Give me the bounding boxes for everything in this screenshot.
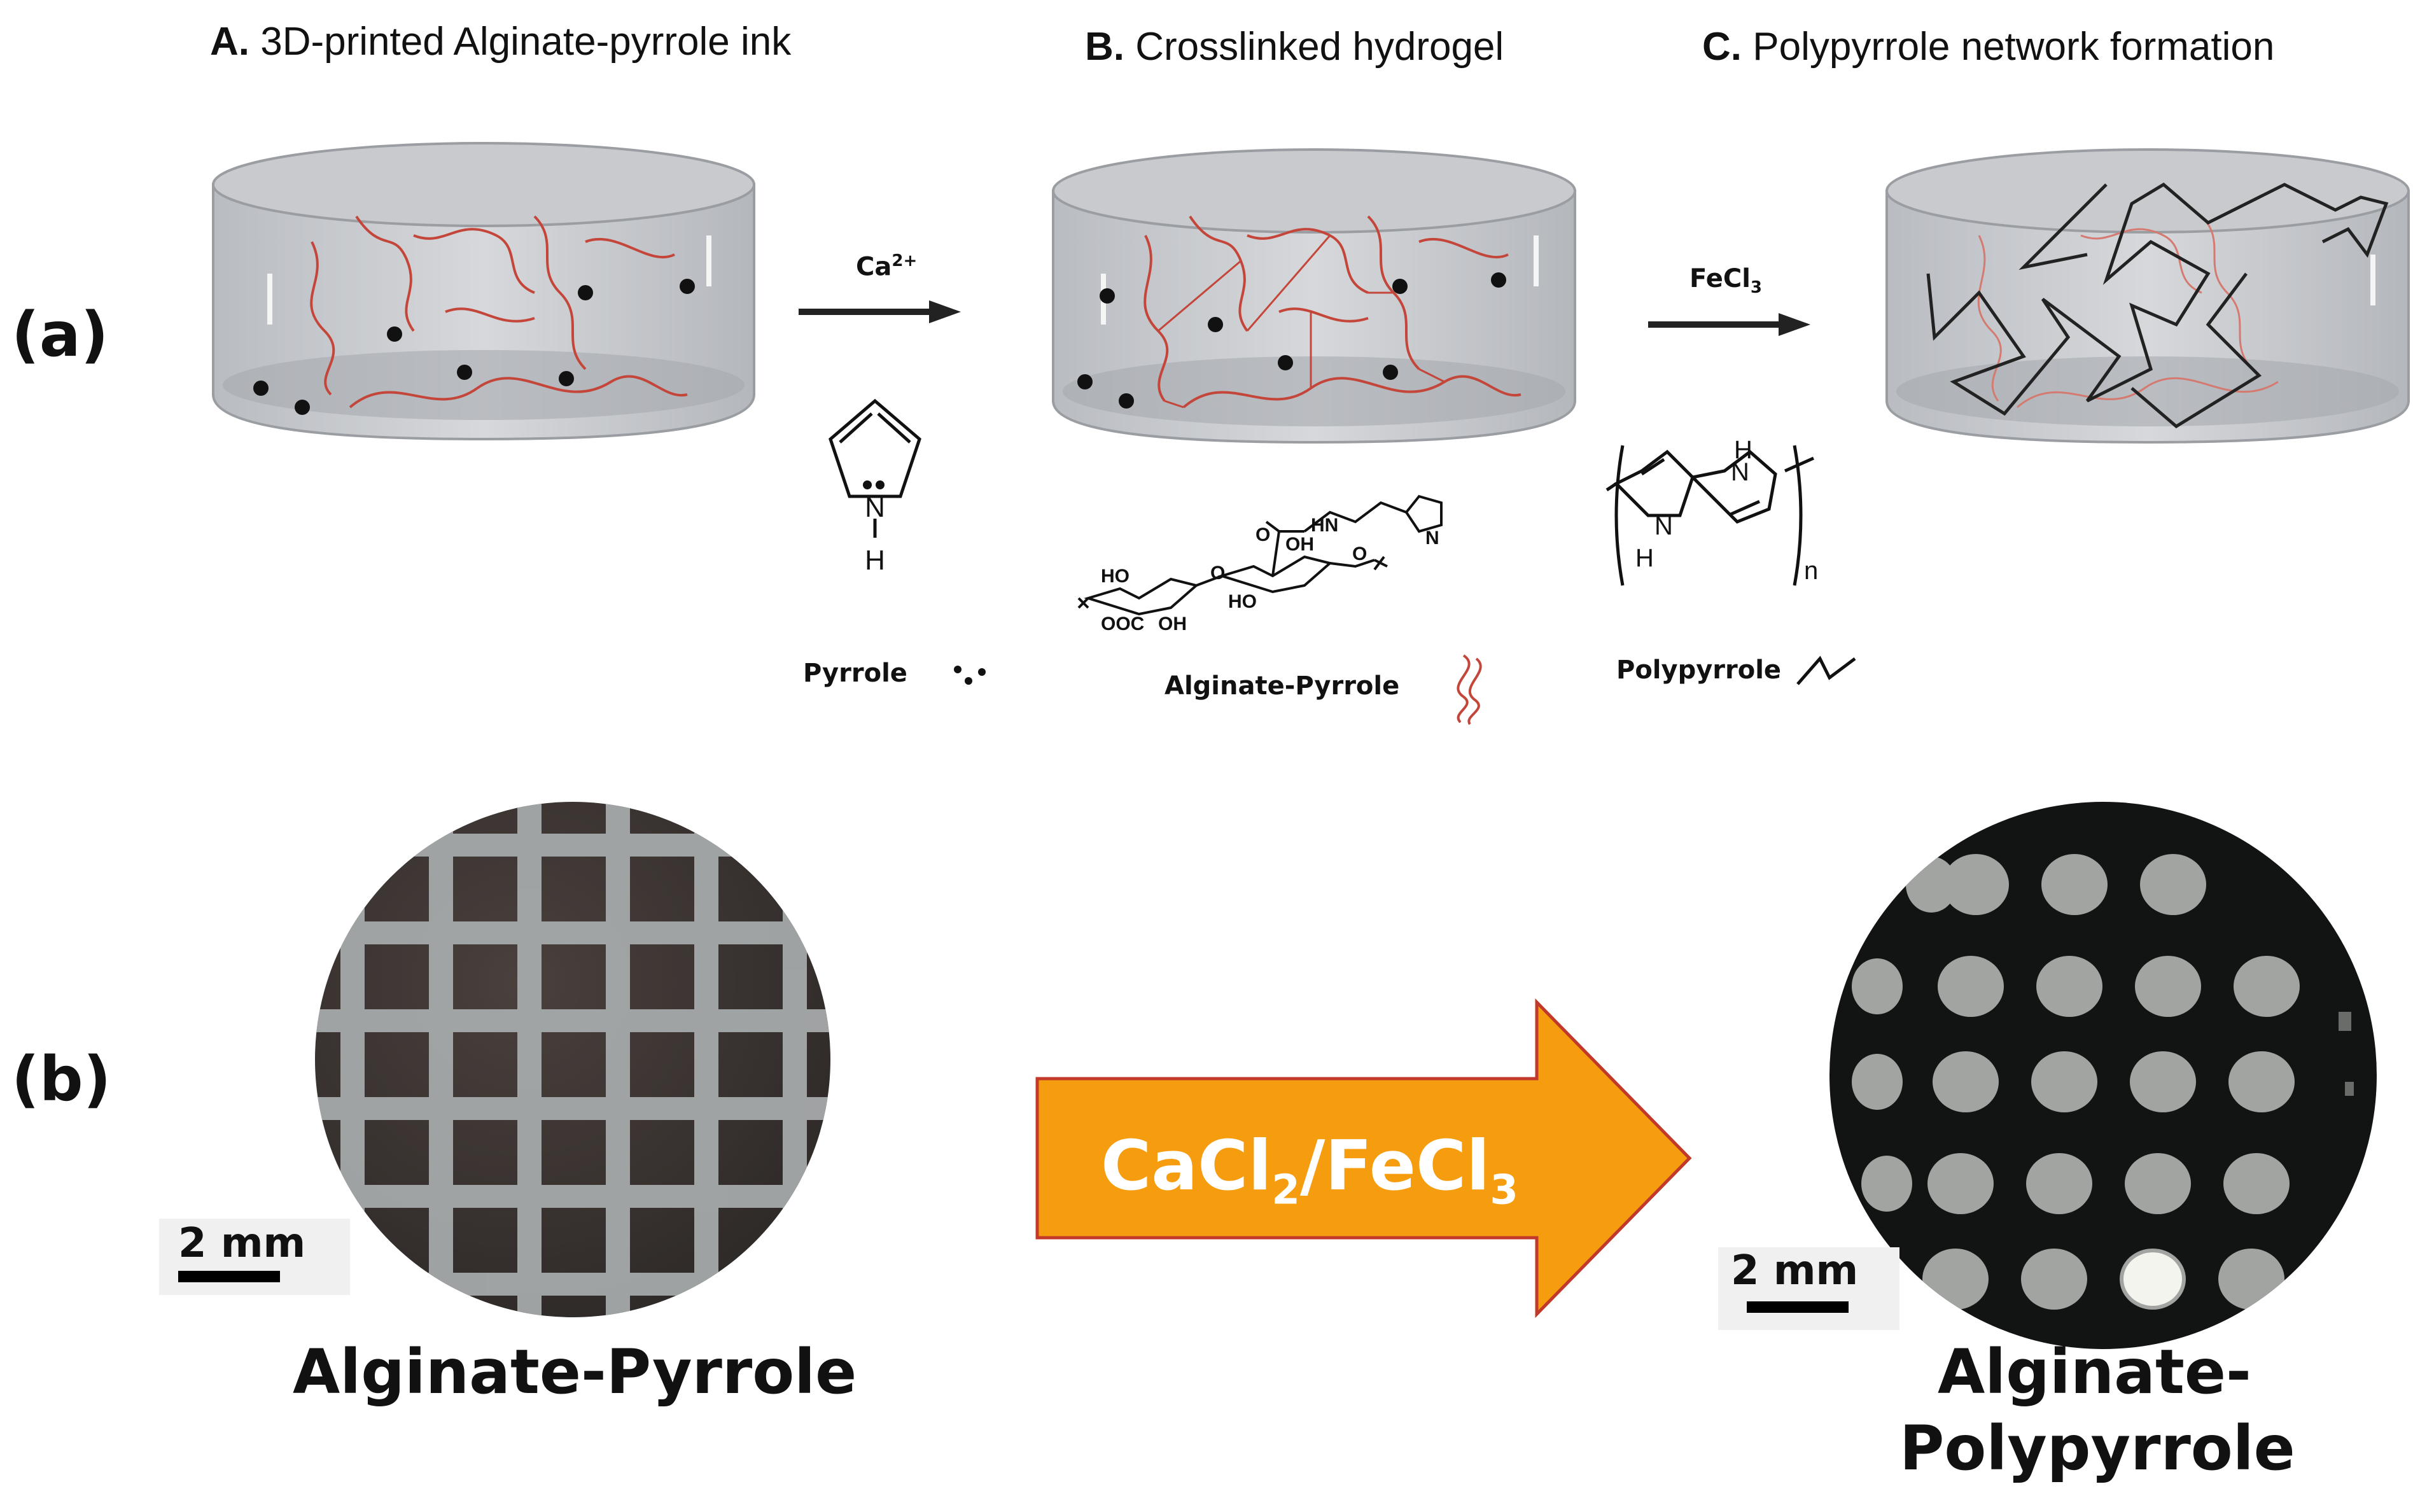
legend-polypyrrole-label: Polypyrrole [1616, 655, 1782, 685]
hydrogel-dot [2036, 956, 2102, 1017]
svg-text:OOC: OOC [1101, 613, 1144, 634]
panel-a-label: (a) [11, 299, 109, 370]
svg-text:H: H [1734, 436, 1752, 464]
hydrogel-dot [1852, 1054, 1903, 1110]
svg-text:OH: OH [1158, 613, 1187, 634]
step-b-letter: B. [1085, 25, 1124, 69]
grid-strand-horizontal [315, 1097, 830, 1120]
hydrogel-dot [2130, 1051, 2196, 1112]
hydrogel-dot [2140, 854, 2206, 915]
hydrogel-dot [2228, 1051, 2295, 1112]
hydrogel-dot [2026, 1153, 2092, 1214]
dish-a-illustration [212, 142, 755, 441]
svg-text:OH: OH [1285, 534, 1314, 555]
scale-bar-right-label: 2 mm [1731, 1247, 1859, 1294]
step-b-heading: B. Crosslinked hydrogel [1085, 24, 1504, 69]
legend-alginate-pyrrole-label: Alginate-Pyrrole [1165, 671, 1400, 701]
hydrogel-dot [2031, 1051, 2097, 1112]
alginate-pyrrole-structure: HN O O HO OH OH HO OOC O N [1077, 494, 1443, 634]
svg-text:O: O [1352, 543, 1367, 564]
arrow-ca-label: Ca2+ [856, 251, 918, 282]
hydrogel-dot [2223, 1153, 2290, 1214]
svg-text:n: n [1804, 557, 1818, 585]
grid-strand-horizontal [315, 1009, 830, 1032]
bright-dot [2123, 1252, 2182, 1306]
polypyrrole-structure: N H N H n [1605, 436, 1818, 586]
step-c-heading: C. Polypyrrole network formation [1702, 24, 2274, 69]
grid-strand-vertical [429, 802, 453, 1317]
dish-c-illustration [1885, 148, 2410, 444]
grid-strand-vertical [606, 802, 630, 1317]
hydrogel-dot [1861, 1156, 1912, 1212]
hydrogel-dot [1922, 1249, 1989, 1310]
scale-bar-right: 2 mm [1718, 1247, 1899, 1330]
svg-text:H: H [865, 545, 885, 576]
hydrogel-dot [1933, 1051, 1999, 1112]
hydrogel-dot [1927, 1153, 1994, 1214]
hydrogel-dot [1943, 854, 2009, 915]
hydrogel-dot [2041, 854, 2108, 915]
scale-bar-right-line [1747, 1301, 1849, 1313]
svg-text:O: O [1255, 524, 1270, 545]
arrow-ca [799, 300, 961, 323]
hydrogel-dot [2021, 1249, 2087, 1310]
right-photo-caption-line1: Alginate- [1938, 1336, 2251, 1408]
grid-strand-vertical [783, 802, 807, 1317]
svg-text:HN: HN [1311, 515, 1338, 536]
hydrogel-dot [2135, 956, 2201, 1017]
left-photo-caption: Alginate-Pyrrole [293, 1336, 857, 1408]
dish-b-illustration [1052, 148, 1576, 444]
grid-strand-horizontal [315, 1273, 830, 1296]
scale-bar-left: 2 mm [159, 1219, 350, 1295]
right-photo-caption-line2: Polypyrrole [1899, 1413, 2295, 1484]
scale-bar-left-label: 2 mm [178, 1220, 306, 1267]
hydrogel-dot [2234, 956, 2300, 1017]
alginate-pyrrole-photo [315, 802, 830, 1317]
svg-text:N: N [1731, 458, 1749, 486]
grid-strand-horizontal [315, 834, 830, 857]
hydrogel-dot [2125, 1153, 2191, 1214]
dots-icon [954, 666, 986, 685]
step-a-title: 3D-printed Alginate-pyrrole ink [260, 20, 792, 64]
svg-text:O: O [1210, 563, 1225, 584]
grid-strand-horizontal [315, 1185, 830, 1208]
hydrogel-dot [1852, 958, 1903, 1014]
step-c-title: Polypyrrole network formation [1752, 25, 2275, 69]
hydrogel-dot [2218, 1249, 2284, 1310]
arrow-fecl3 [1648, 313, 1810, 336]
alginate-polypyrrole-photo [1829, 802, 2377, 1349]
cacl2-fecl3-arrow [1035, 998, 1692, 1319]
step-a-letter: A. [210, 20, 249, 64]
legend-pyrrole-label: Pyrrole [803, 659, 907, 688]
svg-text:H: H [1635, 544, 1654, 572]
grid-strand-horizontal [315, 921, 830, 944]
scale-bar-left-line [178, 1271, 280, 1282]
svg-text:N: N [1425, 528, 1439, 549]
grid-strand-vertical [517, 802, 542, 1317]
arrow-fecl3-label: FeCl3 [1689, 264, 1762, 297]
cacl2-fecl3-label: CaCl2/FeCl3 [1101, 1126, 1518, 1214]
step-b-title: Crosslinked hydrogel [1135, 25, 1504, 69]
red-squiggle-icon [1457, 654, 1482, 725]
svg-text:HO: HO [1228, 591, 1257, 612]
svg-text:N: N [1654, 512, 1673, 540]
hydrogel-dot [1938, 956, 2004, 1017]
pyrrole-structure: N H [829, 398, 921, 576]
svg-text:N: N [865, 492, 885, 523]
hydrogel-dot [1906, 857, 1957, 913]
step-c-letter: C. [1702, 25, 1742, 69]
step-a-heading: A. 3D-printed Alginate-pyrrole ink [210, 19, 791, 64]
panel-b-label: (b) [11, 1044, 111, 1115]
svg-text:HO: HO [1101, 566, 1130, 587]
grid-strand-vertical [694, 802, 718, 1317]
zigzag-icon [1796, 655, 1856, 685]
